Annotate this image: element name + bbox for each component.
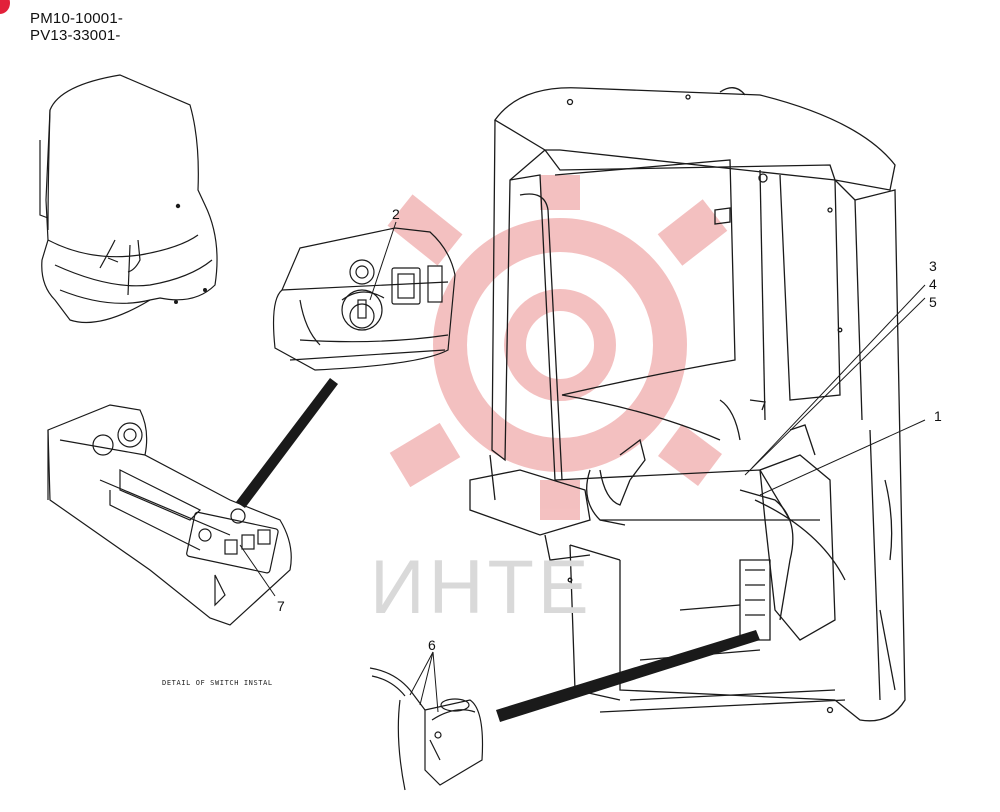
serial-range-1: PM10-10001- bbox=[30, 10, 124, 27]
detail-caption: DETAIL OF SWITCH INSTAL bbox=[162, 679, 273, 687]
console-detail bbox=[47, 404, 292, 626]
watermark-text: ИНТЕ bbox=[370, 545, 593, 630]
harness-clip-detail bbox=[369, 667, 484, 791]
callout-5: 5 bbox=[929, 294, 937, 310]
switch-panel-detail bbox=[272, 227, 456, 371]
serial-range-2: PV13-33001- bbox=[30, 27, 121, 44]
logo-mark bbox=[0, 0, 10, 14]
leader-lines bbox=[239, 221, 926, 713]
seat-back-illustration bbox=[39, 74, 218, 324]
cab-body bbox=[469, 87, 906, 722]
callout-2: 2 bbox=[392, 206, 400, 222]
callout-1: 1 bbox=[934, 408, 942, 424]
callout-7: 7 bbox=[277, 598, 285, 614]
detail-arrows bbox=[236, 378, 760, 722]
callout-6: 6 bbox=[428, 637, 436, 653]
watermark-gear bbox=[387, 175, 728, 520]
callout-4: 4 bbox=[929, 276, 937, 292]
callout-3: 3 bbox=[929, 258, 937, 274]
